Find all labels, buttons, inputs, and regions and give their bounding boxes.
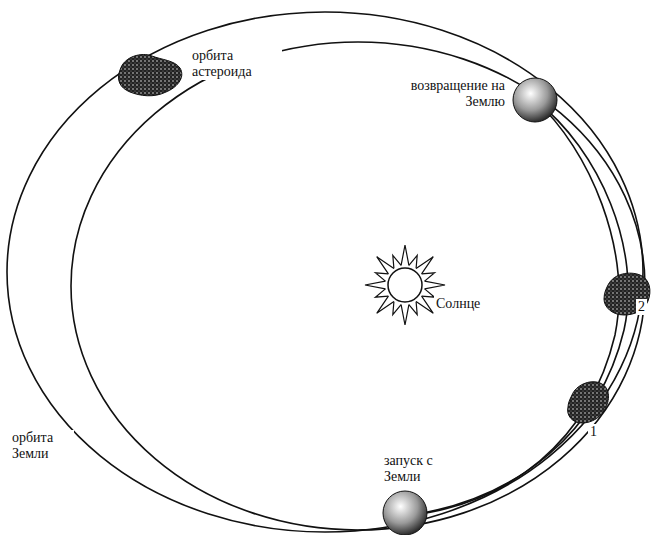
sun-ray xyxy=(375,273,388,281)
earth-launch xyxy=(383,491,427,535)
asteroid-position-2 xyxy=(604,273,650,315)
sun-ray xyxy=(422,273,435,281)
sun-label: Солнце xyxy=(434,296,482,312)
sun-ray xyxy=(401,245,409,265)
asteroid-on-orbit xyxy=(118,55,181,96)
sun-ray xyxy=(416,296,433,313)
earth-orbit xyxy=(7,12,643,532)
sun-ray xyxy=(365,281,385,289)
sun-ray xyxy=(422,289,435,297)
place-label: запуск с Земли xyxy=(382,453,456,485)
sun-ray xyxy=(401,305,409,325)
sun-ray xyxy=(425,281,445,289)
orbit-label: орбита астероида xyxy=(190,48,282,80)
sun-ray xyxy=(393,302,401,315)
orbit-label: орбита Земли xyxy=(10,430,74,462)
sun-symbol xyxy=(365,245,445,325)
sun-ray xyxy=(377,257,394,274)
callout-number: 1 xyxy=(588,424,599,440)
sun-ray xyxy=(377,296,394,313)
sun-ray xyxy=(393,255,401,268)
sun-ray xyxy=(409,255,417,268)
sun-ray xyxy=(409,302,417,315)
earth-return xyxy=(513,78,557,122)
sun-ray xyxy=(416,257,433,274)
callout-number: 2 xyxy=(636,299,647,315)
place-label: возвращение на Землю xyxy=(393,78,507,110)
sun-ray xyxy=(375,289,388,297)
asteroid-orbit xyxy=(71,42,645,530)
asteroid-position-1 xyxy=(568,382,609,423)
